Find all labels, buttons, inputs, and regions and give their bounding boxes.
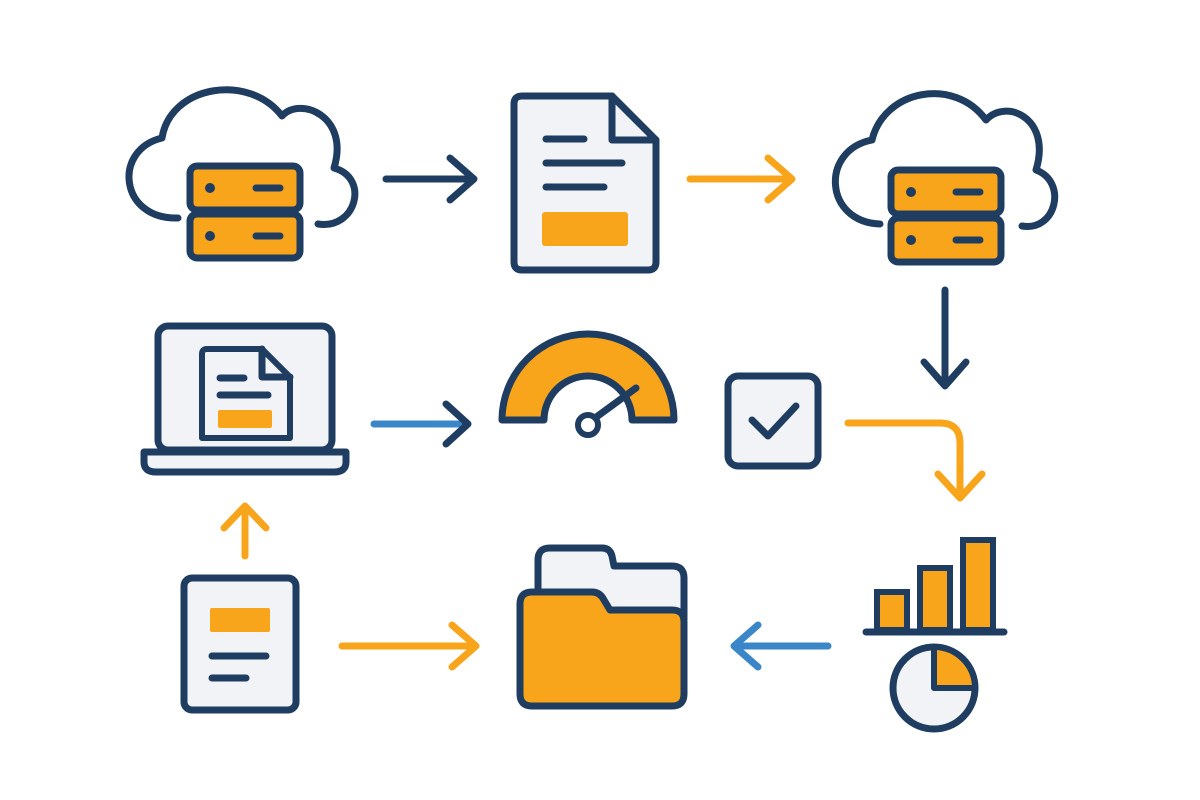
arrow-right <box>686 154 796 204</box>
arrow-left <box>730 621 832 671</box>
arrow-elbow <box>844 419 986 502</box>
gauge-icon <box>498 330 678 438</box>
document-icon <box>510 92 660 274</box>
bar-chart-pie-icon <box>862 537 1008 733</box>
document-icon <box>180 574 300 714</box>
folder-icon <box>516 544 688 710</box>
cloud-server-icon <box>125 86 359 262</box>
arrow-right <box>370 400 472 448</box>
arrow-down <box>920 286 970 390</box>
laptop-icon <box>140 322 350 476</box>
arrow-up <box>220 502 270 560</box>
arrow-right <box>382 154 478 204</box>
checkbox-checked-icon <box>724 372 822 470</box>
cloud-server-icon <box>832 90 1059 266</box>
document-icon <box>199 345 294 441</box>
arrow-right <box>338 621 480 671</box>
